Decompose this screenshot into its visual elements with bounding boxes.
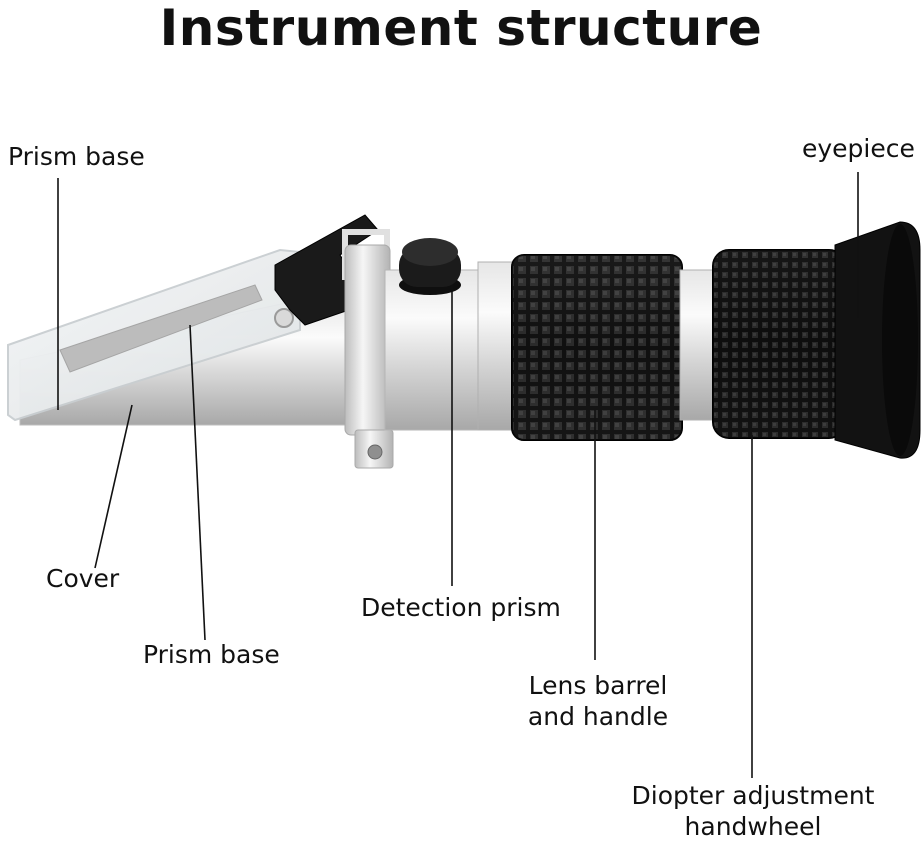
label-lens-barrel: Lens barrel and handle — [520, 670, 676, 732]
label-diopter-line1: Diopter adjustment — [631, 781, 875, 810]
leader-prism-base-bottom — [189, 324, 206, 641]
label-prism-base-top: Prism base — [8, 142, 145, 171]
clamp-ring — [344, 244, 391, 436]
label-diopter-line2: handwheel — [684, 812, 822, 841]
clamp-screw — [367, 444, 383, 460]
label-diopter: Diopter adjustment handwheel — [625, 780, 881, 842]
detection-prism-knob-top — [402, 238, 458, 266]
cover-screw — [274, 308, 294, 328]
leader-cover — [94, 404, 133, 569]
label-lens-barrel-line1: Lens barrel — [528, 671, 668, 700]
diagram-title: Instrument structure — [159, 0, 763, 57]
label-lens-barrel-line2: and handle — [527, 702, 669, 731]
label-eyepiece: eyepiece — [802, 134, 915, 163]
lens-barrel-grip-shade — [512, 255, 682, 440]
prism-window — [59, 284, 263, 373]
diopter-handwheel-shade — [713, 250, 845, 438]
label-cover: Cover — [46, 564, 120, 593]
label-detection-prism: Detection prism — [361, 593, 561, 622]
label-prism-base-bottom: Prism base — [143, 640, 280, 669]
eyepiece-rim — [882, 224, 918, 456]
